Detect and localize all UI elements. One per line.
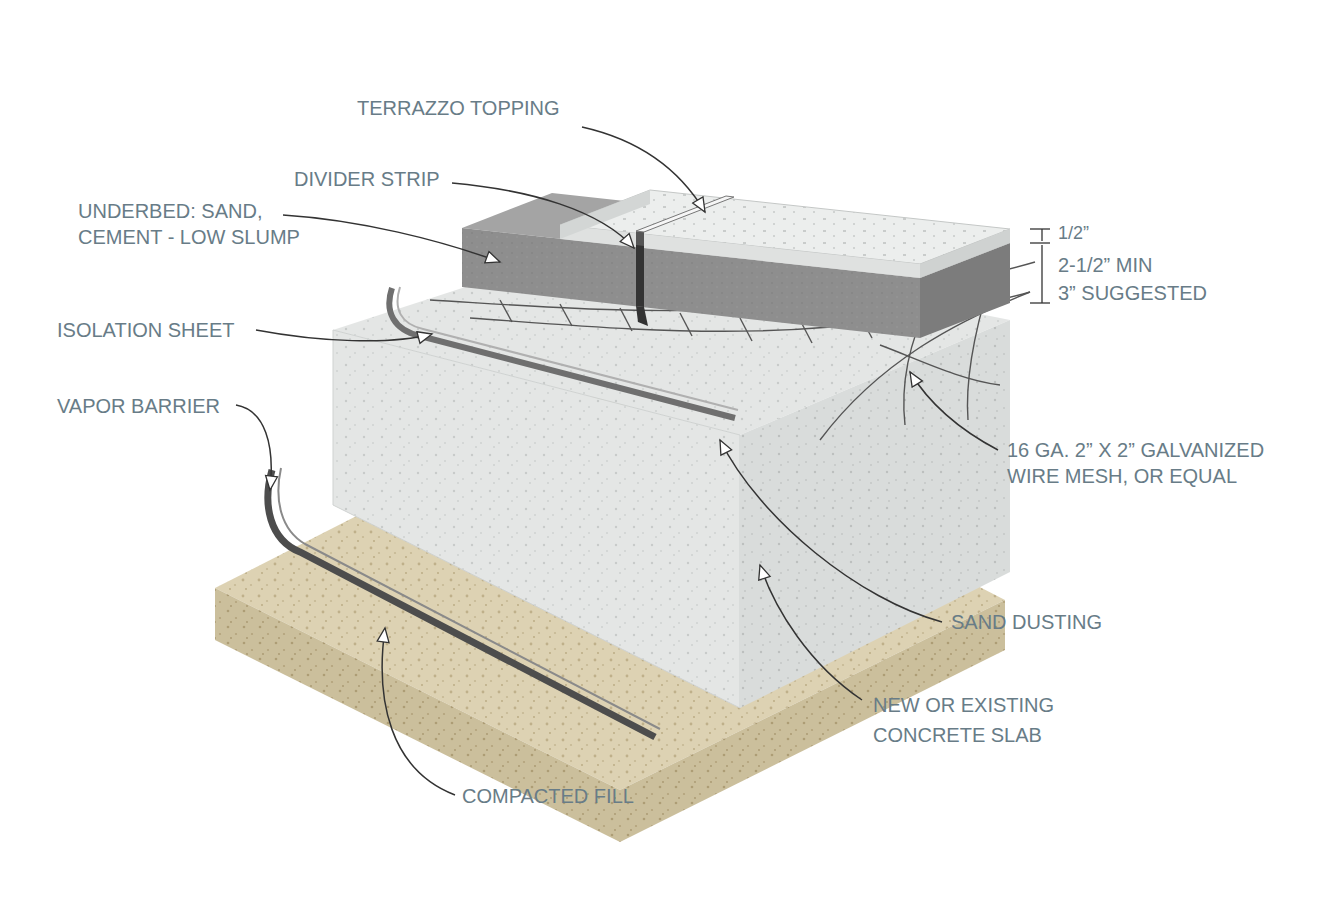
dimension-marks-part <box>1030 302 1050 303</box>
callout-label: 16 GA. 2” X 2” GALVANIZED WIRE MESH, OR … <box>1007 437 1309 489</box>
callout-label: VAPOR BARRIER <box>57 393 220 419</box>
wire-mesh-part <box>740 318 752 341</box>
divider-strip-part <box>636 231 644 246</box>
concrete-slab-part <box>740 320 1010 708</box>
leader-lines-part <box>283 215 500 262</box>
wire-mesh-part <box>500 300 512 322</box>
leader-lines-part <box>452 183 634 248</box>
callout-label: TERRAZZO TOPPING <box>357 95 560 121</box>
dimension-marks-part <box>1041 229 1042 241</box>
callout-label: NEW OR EXISTING CONCRETE SLAB <box>873 690 1078 750</box>
leader-lines-part <box>256 330 432 341</box>
divider-strip-part <box>636 244 644 307</box>
dimension-marks <box>1030 229 1050 303</box>
leader-lines-part <box>236 405 271 490</box>
leader-lines-part <box>720 440 942 622</box>
callout-label: COMPACTED FILL <box>462 783 634 809</box>
dimension-marks-part <box>1030 228 1050 229</box>
divider-strip-part <box>636 196 734 232</box>
callout-label: UNDERBED: SAND, CEMENT - LOW SLUMP <box>78 198 330 250</box>
callout-label: SAND DUSTING <box>951 609 1102 635</box>
callout-label: 1/2” <box>1058 220 1089 246</box>
dimension-marks-part <box>1030 242 1050 243</box>
terrazzo-topping <box>560 190 1010 278</box>
terrazzo-topping-part <box>920 229 1010 278</box>
concrete-slab-part <box>333 330 740 708</box>
divider-strip <box>636 196 734 326</box>
leader-lines-part <box>910 372 998 450</box>
callout-label: ISOLATION SHEET <box>57 317 234 343</box>
leader-lines-part <box>382 628 455 795</box>
callout-label: 2-1/2” MIN <box>1058 252 1152 278</box>
callout-label: DIVIDER STRIP <box>294 166 440 192</box>
wire-mesh-part <box>680 313 692 336</box>
wire-mesh-part <box>620 308 632 331</box>
leader-lines-part <box>760 565 862 700</box>
callout-label: 3” SUGGESTED <box>1058 280 1207 306</box>
terrazzo-topping-part <box>560 225 920 278</box>
wire-mesh-part <box>880 345 1000 385</box>
leader-lines-part <box>582 127 705 212</box>
wire-mesh-part <box>560 304 572 326</box>
dimension-marks-part <box>1041 245 1042 303</box>
divider-strip-part <box>636 306 648 326</box>
